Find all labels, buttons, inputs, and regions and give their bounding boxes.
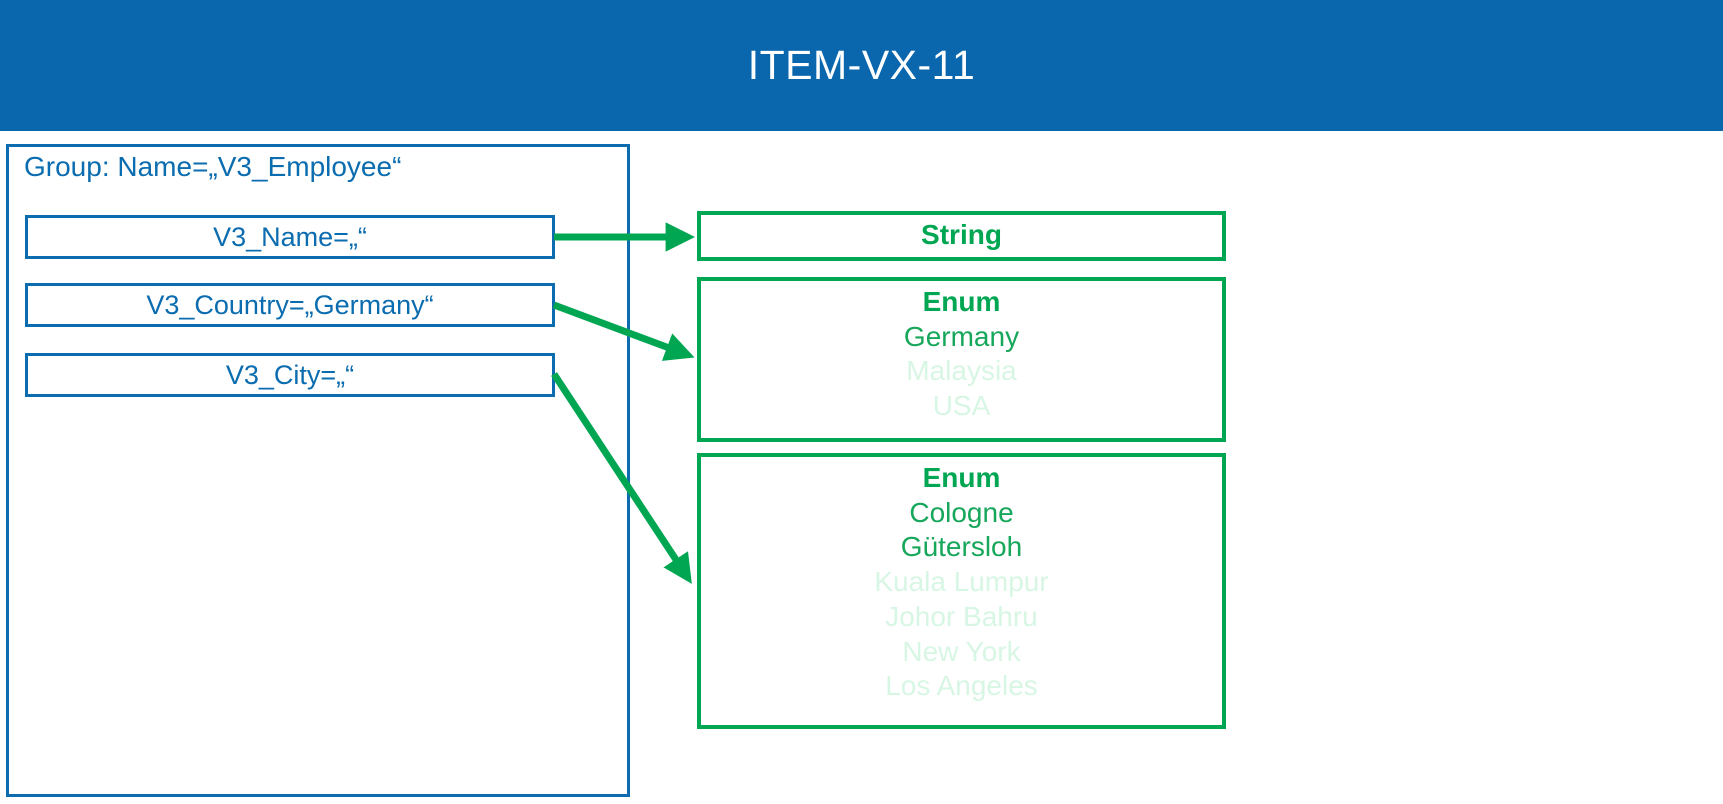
enum-value: USA xyxy=(932,390,991,422)
field-box-v3-name[interactable]: V3_Name=„“ xyxy=(25,215,555,259)
type-box-string: String xyxy=(697,211,1226,261)
enum-value: Gütersloh xyxy=(900,531,1023,563)
enum-value: Los Angeles xyxy=(885,670,1038,702)
type-box-title: String xyxy=(921,219,1002,250)
type-box-title: Enum xyxy=(922,462,1001,493)
title-banner: ITEM-VX-11 xyxy=(0,0,1723,131)
group-label: Group: Name=„V3_Employee“ xyxy=(24,151,402,182)
page-title: ITEM-VX-11 xyxy=(747,42,976,88)
field-box-v3-city[interactable]: V3_City=„“ xyxy=(25,353,555,397)
enum-value: Germany xyxy=(903,320,1020,352)
enum-value: Malaysia xyxy=(906,355,1017,387)
enum-value: Johor Bahru xyxy=(885,600,1038,632)
enum-value: New York xyxy=(902,635,1021,667)
type-box-title: Enum xyxy=(922,286,1001,317)
field-box-v3-country[interactable]: V3_Country=„Germany“ xyxy=(25,283,555,327)
enum-value: Cologne xyxy=(909,496,1014,528)
enum-value: Kuala Lumpur xyxy=(874,566,1049,598)
